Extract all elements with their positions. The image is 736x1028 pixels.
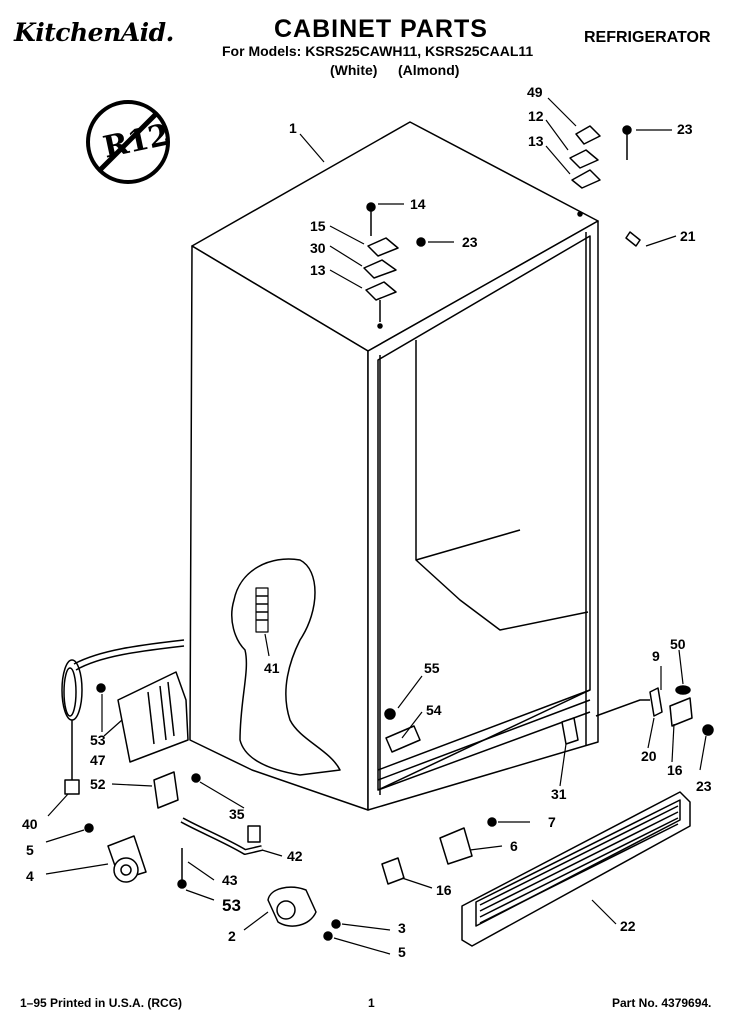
callout-6: 6 xyxy=(510,838,518,854)
r12-badge xyxy=(86,100,170,184)
model-numbers: For Models: KSRS25CAWH11, KSRS25CAAL11 xyxy=(222,43,534,59)
callout-21: 21 xyxy=(680,228,696,244)
callout-5-left: 5 xyxy=(26,842,34,858)
callout-50: 50 xyxy=(670,636,686,652)
callout-23-top-right: 23 xyxy=(677,121,693,137)
callout-12: 12 xyxy=(528,108,544,124)
callout-55: 55 xyxy=(424,660,440,676)
color-almond-label: (Almond) xyxy=(398,62,460,78)
callout-16-right: 16 xyxy=(667,762,683,778)
callout-42: 42 xyxy=(287,848,303,864)
callout-13-top-right: 13 xyxy=(528,133,544,149)
callout-43: 43 xyxy=(222,872,238,888)
callout-16-bottom: 16 xyxy=(436,882,452,898)
callout-52: 52 xyxy=(90,776,106,792)
leader-lines xyxy=(45,97,707,955)
right-top-hinge xyxy=(569,125,641,247)
callout-15: 15 xyxy=(310,218,326,234)
callout-23-center: 23 xyxy=(462,234,478,250)
color-white-label: (White) xyxy=(330,62,378,78)
right-lower-hinge xyxy=(595,685,714,736)
callout-23-bottom-right: 23 xyxy=(696,778,712,794)
callout-41: 41 xyxy=(264,660,280,676)
lower-left-parts xyxy=(84,771,405,941)
callout-22: 22 xyxy=(620,918,636,934)
center-top-hinge xyxy=(363,202,426,329)
toe-grille xyxy=(461,791,691,947)
callout-53-left: 53 xyxy=(90,732,106,748)
callout-20: 20 xyxy=(641,748,657,764)
callout-5-bottom: 5 xyxy=(398,944,406,960)
callout-53-bottom: 53 xyxy=(222,896,241,915)
callout-1: 1 xyxy=(289,120,297,136)
callout-54: 54 xyxy=(426,702,442,718)
callout-35: 35 xyxy=(229,806,245,822)
callout-40: 40 xyxy=(22,816,38,832)
cabinet-shell xyxy=(189,121,599,811)
brand-logo: KitchenAid. xyxy=(14,18,174,47)
page-number: 1 xyxy=(368,996,375,1010)
callout-4: 4 xyxy=(26,868,34,884)
appliance-category: REFRIGERATOR xyxy=(584,29,711,46)
footer-print-info: 1–95 Printed in U.S.A. (RCG) xyxy=(20,996,183,1010)
callout-7: 7 xyxy=(548,814,556,830)
callout-9: 9 xyxy=(652,648,660,664)
callout-3: 3 xyxy=(398,920,406,936)
page-title: CABINET PARTS xyxy=(274,15,488,43)
control-box xyxy=(61,639,189,795)
callout-30: 30 xyxy=(310,240,326,256)
center-lower-parts xyxy=(384,708,579,865)
callout-49: 49 xyxy=(527,84,543,100)
callout-14: 14 xyxy=(410,196,426,212)
callout-47: 47 xyxy=(90,752,106,768)
part-number: Part No. 4379694. xyxy=(612,996,712,1010)
callout-2: 2 xyxy=(228,928,236,944)
callout-13-center: 13 xyxy=(310,262,326,278)
callout-31: 31 xyxy=(551,786,567,802)
